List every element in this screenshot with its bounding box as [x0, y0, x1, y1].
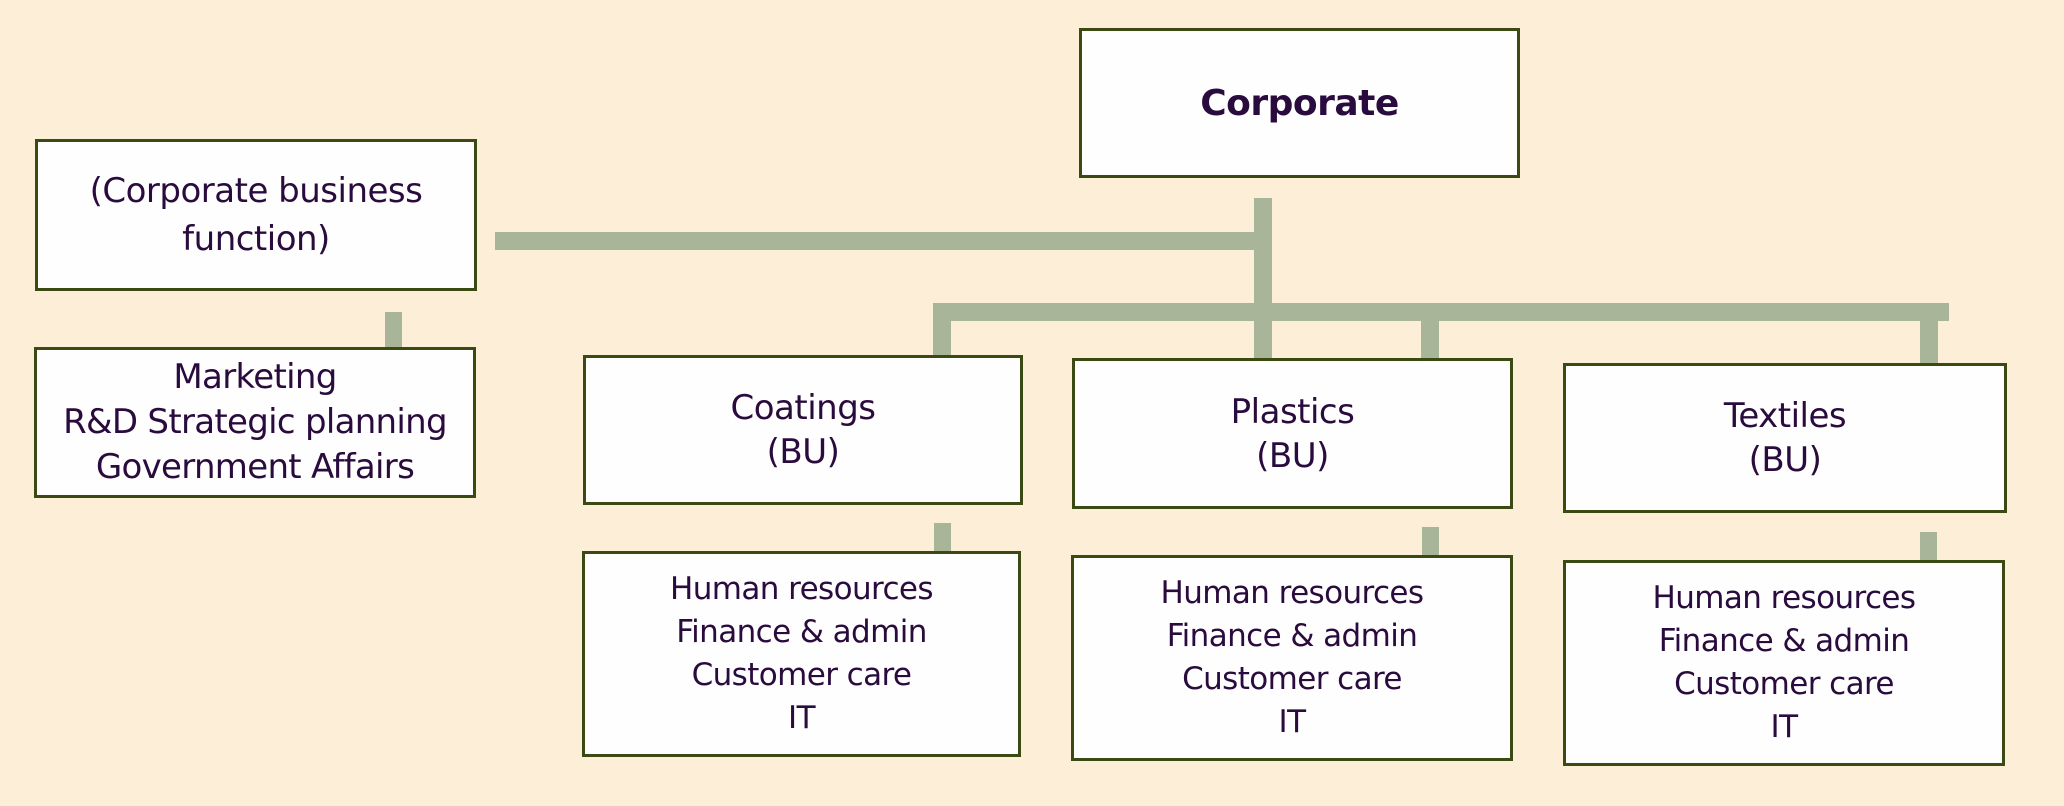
corporate-function-item: Marketing: [173, 357, 337, 397]
corporate-box: Corporate: [1079, 28, 1520, 178]
corporate-function-item: R&D Strategic planning: [63, 402, 447, 442]
connector-drop-coatings: [933, 303, 951, 355]
support-function: Customer care: [691, 657, 912, 693]
bu-box-coatings: Coatings (BU): [583, 355, 1023, 505]
bu-type: (BU): [1256, 435, 1329, 476]
support-function: Human resources: [670, 571, 933, 607]
connector-bu-bar: [933, 303, 1949, 321]
corporate-function-list-box: Marketing R&D Strategic planning Governm…: [34, 347, 476, 498]
support-function: Finance & admin: [676, 614, 927, 650]
corporate-function-box: (Corporate business function): [35, 139, 477, 291]
bu-name: Plastics: [1230, 391, 1355, 432]
support-function: Finance & admin: [1658, 623, 1910, 659]
bu-name: Textiles: [1723, 396, 1847, 436]
connector-stub-textiles: [1920, 532, 1937, 561]
bu-type: (BU): [766, 432, 840, 472]
bu-type: (BU): [1748, 440, 1822, 480]
support-function: IT: [1278, 704, 1306, 740]
corporate-function-label-line: (Corporate business: [89, 171, 423, 211]
connector-drop-textiles: [1920, 303, 1938, 364]
bu-box-plastics: Plastics (BU): [1072, 358, 1513, 509]
connector-stub-function: [385, 312, 402, 348]
support-box-coatings: Human resources Finance & admin Customer…: [582, 551, 1021, 757]
corporate-function-item: Government Affairs: [95, 447, 415, 487]
support-function: IT: [1770, 709, 1798, 745]
corporate-function-label-line: function): [182, 219, 330, 259]
connector-corporate-to-function: [495, 232, 1272, 250]
corporate-label: Corporate: [1200, 82, 1399, 124]
bu-name: Coatings: [730, 388, 877, 428]
support-function: Human resources: [1652, 580, 1916, 616]
connector-corporate-trunk: [1254, 198, 1272, 360]
support-function: IT: [788, 700, 815, 736]
support-function: Customer care: [1674, 666, 1894, 702]
support-function: Customer care: [1182, 661, 1402, 697]
connector-drop-plastics: [1421, 303, 1439, 359]
support-box-plastics: Human resources Finance & admin Customer…: [1071, 555, 1513, 761]
bu-box-textiles: Textiles (BU): [1563, 363, 2007, 513]
support-box-textiles: Human resources Finance & admin Customer…: [1563, 560, 2005, 766]
support-function: Human resources: [1160, 575, 1424, 611]
connector-stub-coatings: [934, 523, 951, 552]
connector-stub-plastics: [1422, 527, 1439, 556]
support-function: Finance & admin: [1166, 618, 1418, 654]
